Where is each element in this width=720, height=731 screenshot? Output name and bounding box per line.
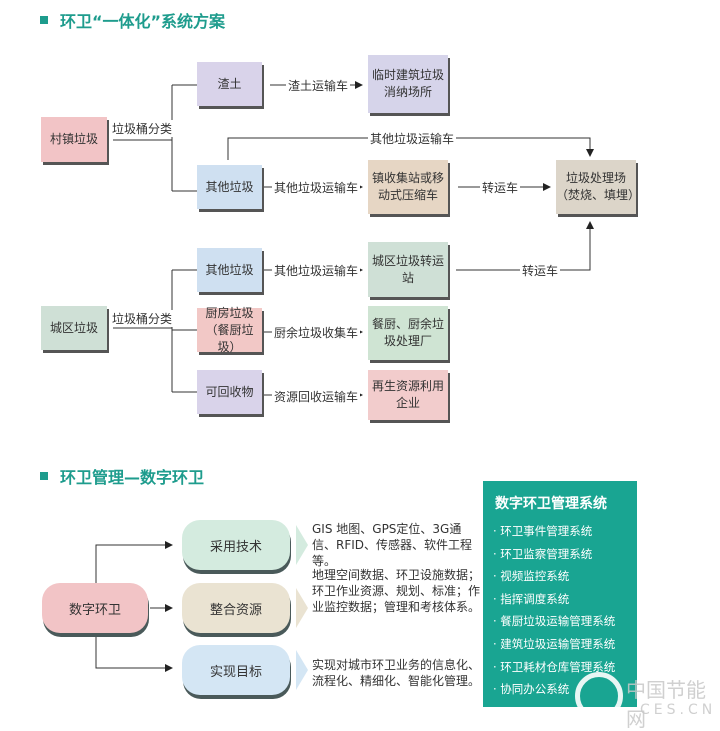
section1-heading: 环卫“一体化”系统方案 [40, 8, 225, 32]
system-item: · 餐厨垃圾运输管理系统 [493, 614, 616, 629]
muck-truck-label: 渣土运输车 [286, 77, 351, 94]
city-waste-box: 城区垃圾 [41, 306, 107, 350]
system-panel: 数字环卫管理系统 · 环卫事件管理系统 · 环卫监察管理系统 · 视频监控系统 … [483, 481, 637, 707]
other-waste-city-box: 其他垃圾 [197, 248, 262, 292]
system-item: · 视频监控系统 [493, 569, 570, 584]
temp-site-box: 临时建筑垃圾消纳场所 [368, 55, 448, 113]
watermark-cn: 中国节能网 [626, 678, 706, 731]
recycle-company-box: 再生资源利用企业 [368, 370, 448, 420]
other-waste-village-box: 其他垃圾 [197, 165, 262, 209]
goals-node: 实现目标 [182, 645, 290, 695]
watermark-logo-icon [575, 672, 623, 720]
other-truck-city-label: 其他垃圾运输车 [272, 262, 361, 279]
recyclable-box: 可回收物 [197, 370, 262, 414]
chevron-icon [296, 650, 308, 690]
chevron-icon [296, 588, 308, 628]
technology-desc: GIS 地图、GPS定位、3G通信、RFID、传感器、软件工程等。 [312, 522, 473, 568]
section1-title: 环卫“一体化”系统方案 [60, 12, 226, 31]
system-item: · 环卫耗材仓库管理系统 [493, 659, 616, 674]
goals-desc: 实现对城市环卫业务的信息化、流程化、精细化、智能化管理。 [312, 658, 481, 688]
resources-desc: 地理空间数据、环卫设施数据；环卫作业资源、规划、标准；作业监控数据；管理和考核体… [312, 568, 481, 614]
transfer-label-1: 转运车 [480, 179, 521, 196]
other-truck-top-label: 其他垃圾运输车 [368, 130, 457, 147]
recycle-truck-label: 资源回收运输车 [272, 388, 361, 405]
system-item: · 建筑垃圾运输管理系统 [493, 636, 616, 651]
city-transfer-box: 城区垃圾转运站 [368, 242, 448, 297]
kitchen-plant-box: 餐厨、厨余垃圾处理厂 [368, 306, 448, 360]
transfer-label-2: 转运车 [520, 262, 561, 279]
muck-box: 渣土 [197, 62, 262, 106]
system-item: · 协同办公系统 [493, 682, 570, 697]
treatment-plant-box: 垃圾处理场（焚烧、填埋） [556, 160, 640, 214]
digital-sanitation-node: 数字环卫 [42, 583, 148, 633]
collect-station-box: 镇收集站或移动式压缩车 [368, 160, 448, 214]
system-item: · 环卫事件管理系统 [493, 524, 593, 538]
system-item: · 指挥调度系统 [493, 591, 570, 606]
watermark-en: CES.CN [640, 702, 717, 718]
chevron-icon [296, 525, 308, 565]
sort-label-city: 垃圾桶分类 [110, 310, 175, 327]
heading-bullet-icon [40, 16, 48, 24]
resources-node: 整合资源 [182, 583, 290, 633]
panel-title: 数字环卫管理系统 [495, 496, 607, 512]
section2-title: 环卫管理—数字环卫 [60, 468, 205, 487]
technology-node: 采用技术 [182, 520, 290, 570]
other-truck-village-label: 其他垃圾运输车 [272, 179, 361, 196]
kitchen-truck-label: 厨余垃圾收集车 [272, 324, 361, 341]
heading-bullet-icon [40, 472, 48, 480]
sort-label: 垃圾桶分类 [110, 120, 175, 137]
kitchen-waste-box: 厨房垃圾（餐厨垃圾） [197, 306, 262, 354]
section2-heading: 环卫管理—数字环卫 [40, 464, 204, 488]
system-item: · 环卫监察管理系统 [493, 546, 593, 561]
village-waste-box: 村镇垃圾 [41, 117, 107, 162]
